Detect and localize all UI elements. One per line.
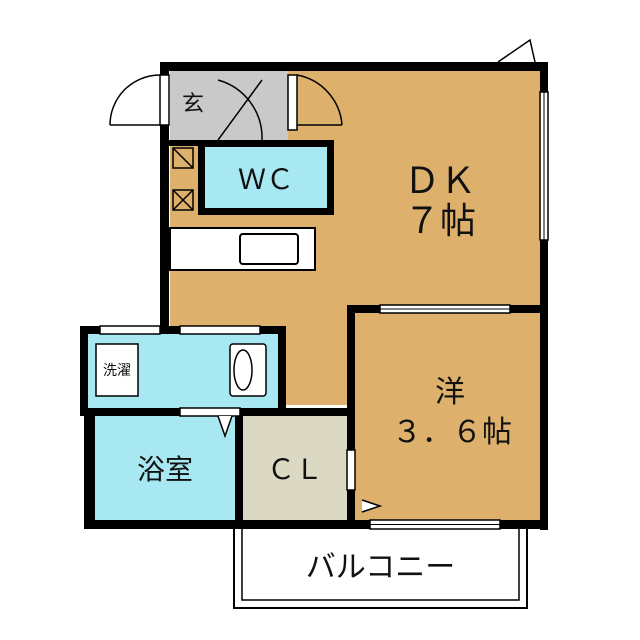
washroom-fixtures <box>95 343 267 397</box>
label-western-line1: 洋 <box>435 375 465 410</box>
label-closet: ＣＬ <box>266 453 323 486</box>
shoe-box <box>172 147 194 211</box>
label-dk-line1: ＤＫ <box>403 161 476 202</box>
label-bathroom: 浴室 <box>136 453 193 486</box>
label-wc: ＷＣ <box>237 163 294 196</box>
label-washroom: 洗濯 <box>103 363 131 379</box>
sink <box>239 233 299 265</box>
room-fills <box>88 70 540 522</box>
room-closet <box>243 416 347 520</box>
room-western <box>355 312 540 522</box>
room-bathroom <box>95 416 235 520</box>
windows <box>99 91 549 530</box>
room-wc <box>205 145 327 208</box>
label-dk-line2: ７帖 <box>403 201 476 242</box>
label-western-line2: ３．６帖 <box>392 415 512 450</box>
label-balcony: バルコニー <box>305 550 456 585</box>
room-entrance <box>170 70 218 142</box>
label-entrance: 玄 <box>181 92 204 117</box>
doors <box>109 38 536 513</box>
